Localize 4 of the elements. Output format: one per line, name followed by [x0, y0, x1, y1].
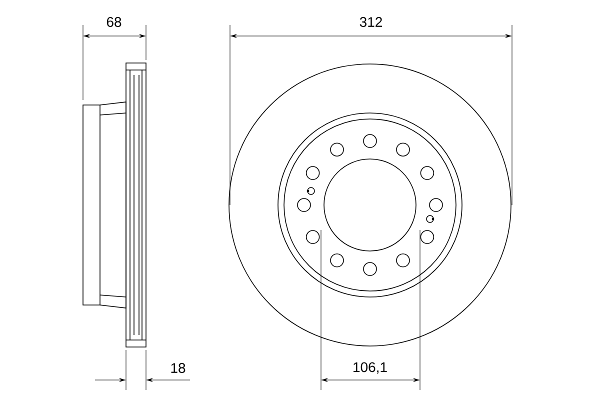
- dimension-text: 18: [171, 363, 186, 373]
- dimension-text: 106,1: [354, 362, 387, 374]
- dimension-text: 312: [360, 17, 382, 27]
- dimension-text: 68: [106, 17, 122, 27]
